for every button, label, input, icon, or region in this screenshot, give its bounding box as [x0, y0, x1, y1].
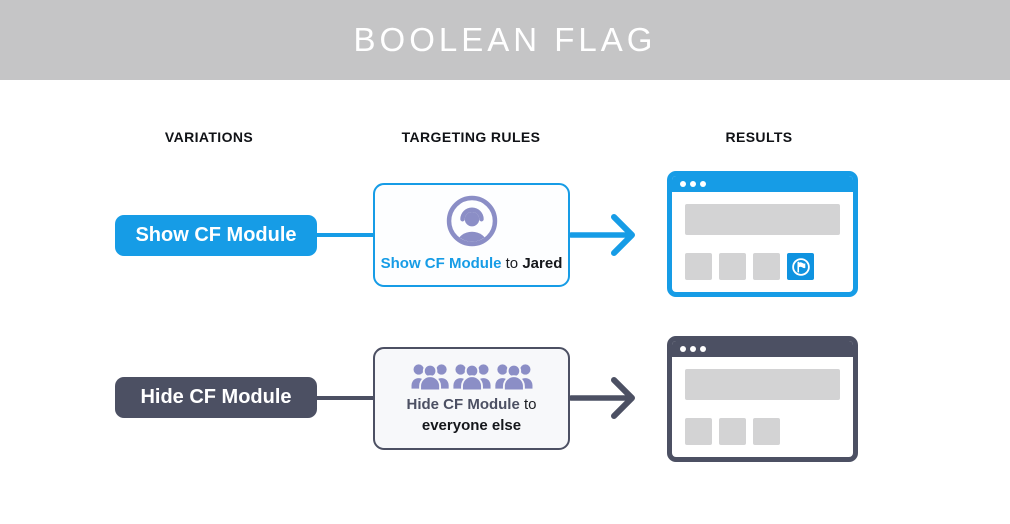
window-dot [680, 346, 686, 352]
connector-line [315, 233, 375, 237]
rule-text: Show CF Module to Jared [375, 255, 568, 272]
placeholder-square [753, 418, 780, 445]
window-dot [700, 181, 706, 187]
browser-titlebar [672, 341, 853, 357]
rule-connector: to [505, 255, 523, 272]
column-header-variations: VARIATIONS [164, 129, 254, 145]
browser-titlebar [672, 176, 853, 192]
rule-connector: to [523, 396, 537, 413]
window-dot [700, 346, 706, 352]
window-dot [680, 181, 686, 187]
placeholder-square [685, 418, 712, 445]
column-header-targeting-rules: TARGETING RULES [401, 129, 541, 145]
column-header-results: RESULTS [725, 129, 793, 145]
result-browser-show [667, 171, 858, 297]
rule-target: Jared [522, 255, 563, 272]
rule-target: everyone else [421, 417, 522, 434]
browser-content [672, 204, 853, 280]
header-banner: BOOLEAN FLAG [0, 0, 1010, 80]
connector-line [315, 396, 375, 400]
arrow-right-icon [568, 214, 635, 256]
window-dot [690, 181, 696, 187]
module-row [685, 253, 840, 280]
placeholder-hero-block [685, 369, 840, 400]
browser-content [672, 369, 853, 445]
window-dot [690, 346, 696, 352]
placeholder-square [719, 253, 746, 280]
rule-flag-name: Show CF Module [380, 255, 502, 272]
placeholder-square [719, 418, 746, 445]
result-browser-hide [667, 336, 858, 462]
arrow-right-icon [568, 377, 635, 419]
rule-text: Hide CF Module to everyone else [375, 394, 568, 436]
placeholder-square [685, 253, 712, 280]
placeholder-square [753, 253, 780, 280]
variation-pill-hide-cf-module: Hide CF Module [115, 377, 317, 418]
page-title: BOOLEAN FLAG [353, 21, 657, 58]
cf-module-square [787, 253, 814, 280]
targeting-rule-card-show: Show CF Module to Jared [373, 183, 570, 287]
targeting-rule-card-hide: Hide CF Module to everyone else [373, 347, 570, 450]
rule-flag-name: Hide CF Module [406, 396, 520, 413]
crowd-icon [411, 363, 532, 392]
flag-icon [791, 257, 810, 276]
module-row [685, 418, 840, 445]
placeholder-hero-block [685, 204, 840, 235]
single-user-icon [446, 195, 497, 247]
variation-pill-show-cf-module: Show CF Module [115, 215, 317, 256]
